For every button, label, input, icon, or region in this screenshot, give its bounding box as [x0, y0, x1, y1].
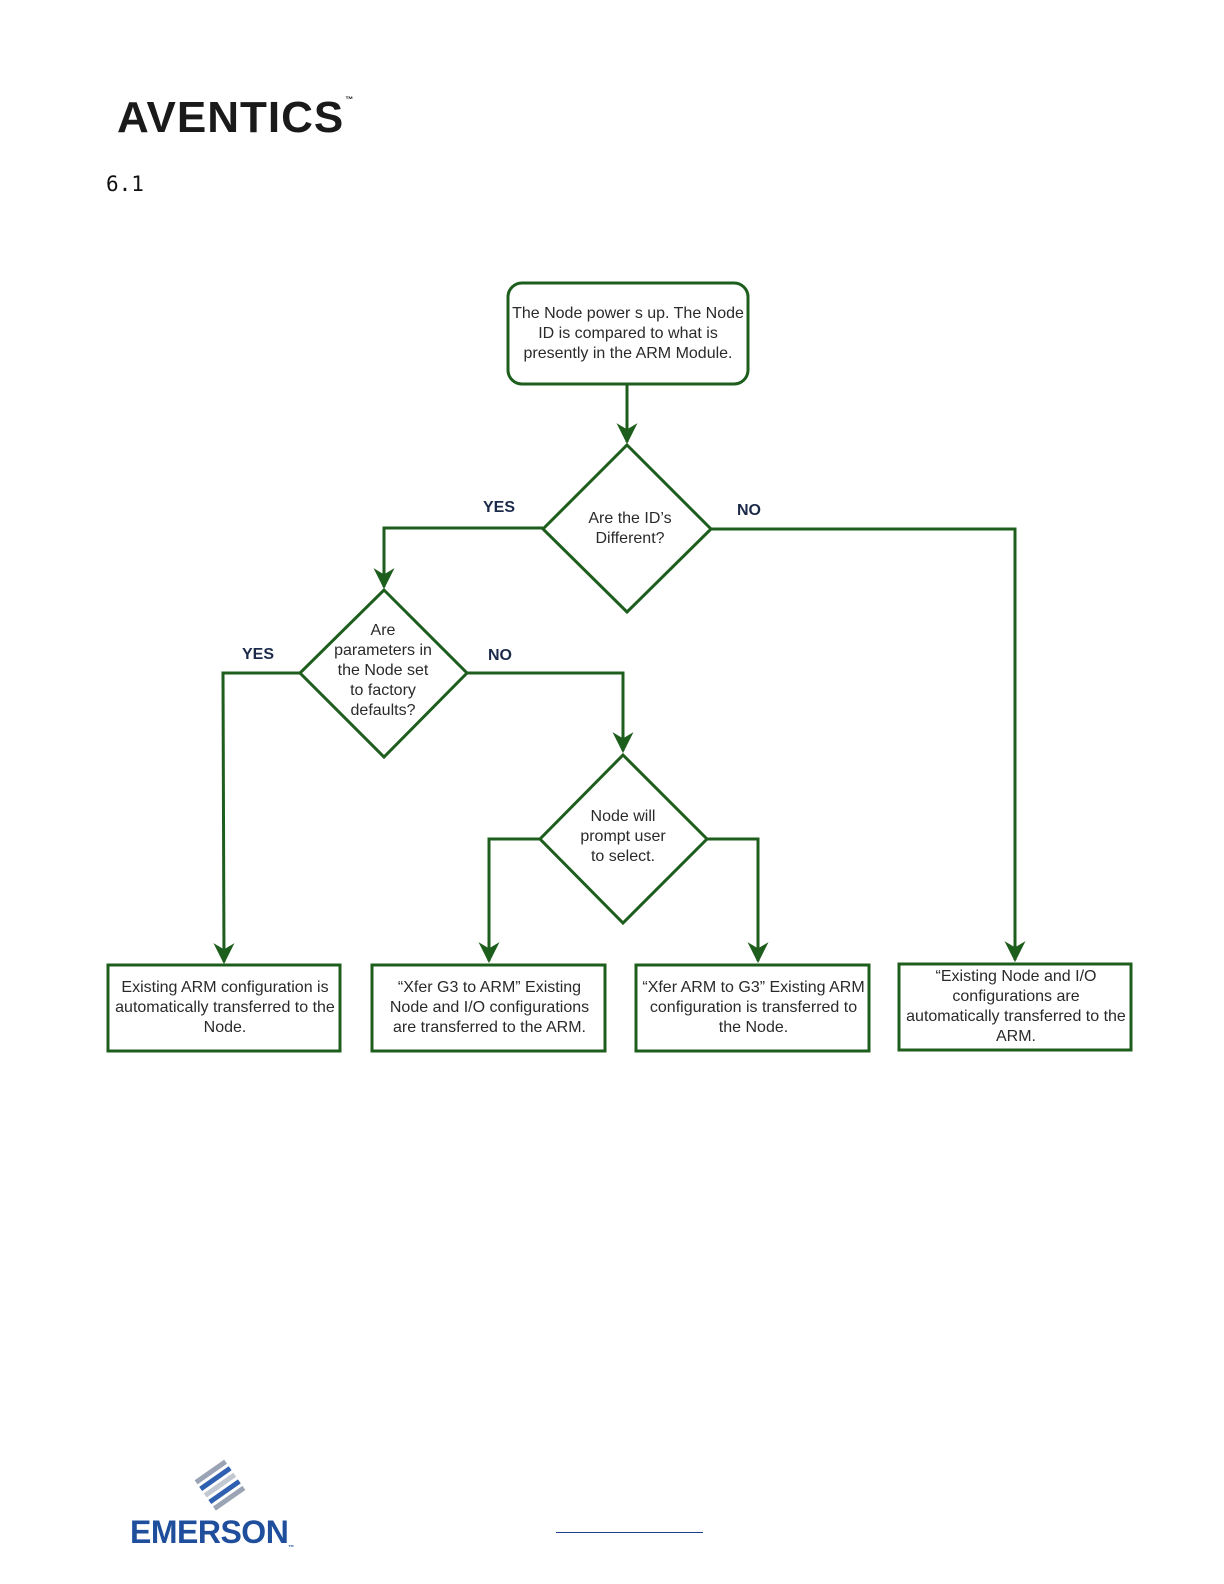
decision-prompt-user-diamond [537, 752, 710, 926]
result-xfer-arm-to-g3-text: “Xfer ARM to G3” Existing ARM configurat… [642, 979, 865, 1036]
footer-link-underline [556, 1532, 703, 1533]
emerson-trademark: ™ [288, 1545, 294, 1551]
decision-factory-defaults-text: Are parameters in the Node set to factor… [334, 622, 432, 719]
result-xfer-g3-to-arm-text: “Xfer G3 to ARM” Existing Node and I/O c… [389, 979, 590, 1036]
aventics-logo-text: AVENTICS [117, 93, 345, 142]
trademark-mark: ™ [345, 95, 355, 104]
result-box-2 [370, 963, 607, 1053]
decision-ids-different-diamond [540, 442, 714, 615]
aventics-logo: AVENTICS™ [117, 96, 354, 140]
label-yes-d2: YES [242, 646, 275, 663]
label-yes-d1: YES [483, 499, 516, 516]
connector-d3-left [478, 837, 540, 964]
result-box-3 [634, 963, 871, 1053]
result-box-1 [106, 963, 342, 1053]
section-number: 6.1 [106, 172, 144, 196]
emerson-logo: EMERSON™ [124, 1456, 324, 1551]
connector-d2-no [467, 671, 634, 754]
connector-d1-yes [373, 526, 543, 590]
connector-d2-yes [213, 671, 300, 965]
start-text: The Node power s up. The Node ID is comp… [512, 304, 744, 362]
label-no-d2: NO [488, 647, 512, 664]
decision-prompt-user-text: Node will prompt user to select. [580, 808, 666, 865]
connector-d1-no [711, 527, 1026, 963]
result-arm-to-node-auto-text: Existing ARM configuration is automatica… [115, 979, 335, 1036]
decision-ids-different-text: Are the ID’s Different? [588, 510, 672, 547]
result-box-4 [897, 962, 1133, 1052]
label-no-d1: NO [737, 502, 761, 519]
result-node-to-arm-auto-text: “Existing Node and I/O configurations ar… [906, 968, 1126, 1045]
emerson-logo-text: EMERSON [130, 1514, 289, 1550]
emerson-mark-icon [194, 1459, 246, 1511]
connector-d3-right [707, 837, 769, 964]
decision-factory-defaults-diamond [297, 587, 470, 760]
